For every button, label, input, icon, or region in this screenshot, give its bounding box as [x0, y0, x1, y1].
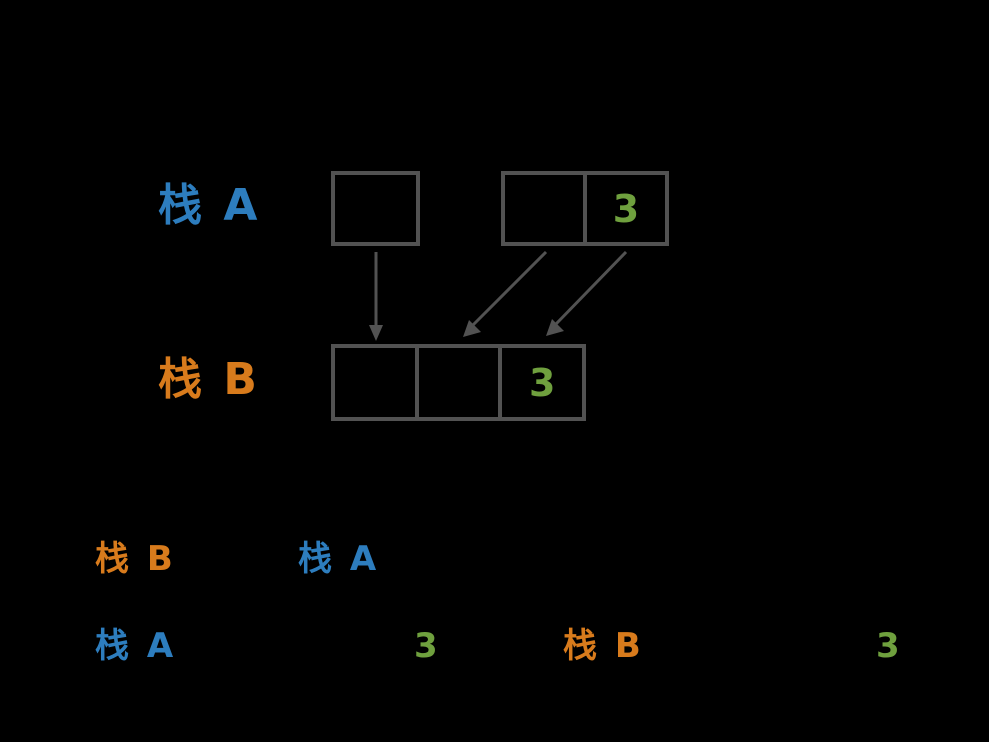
caption-stack-a: 栈 A [298, 539, 380, 579]
caption-stack-a: 栈 A [95, 626, 177, 666]
arrow-diagonal-icon [463, 250, 548, 337]
caption-stack-b: 栈 B [563, 626, 644, 666]
caption-stack-b: 栈 B [95, 539, 176, 579]
arrow-diagonal-icon [546, 250, 628, 336]
stack-a-label: 栈 A [158, 180, 261, 231]
caption-value-3: 3 [414, 626, 441, 666]
stack-b-label: 栈 B [158, 354, 260, 405]
stack-a-single-box [331, 171, 420, 246]
stack-b-cell [414, 348, 499, 417]
arrow-down-icon [369, 252, 383, 341]
caption-value-3: 3 [876, 626, 903, 666]
stack-b-cell-value: 3 [498, 348, 582, 417]
stack-a-double-box: 3 [501, 171, 669, 246]
stack-a-cell [505, 175, 583, 242]
stack-b-box: 3 [331, 344, 586, 421]
stack-b-cell [335, 348, 415, 417]
stack-a-cell-value: 3 [583, 175, 665, 242]
stack-a-cell [335, 175, 416, 242]
